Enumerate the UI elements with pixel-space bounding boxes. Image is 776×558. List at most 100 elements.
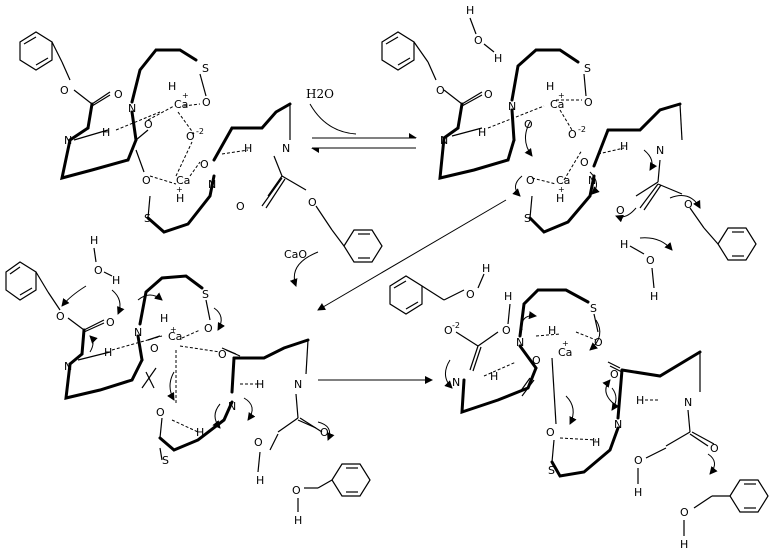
nitrogen-atom: N: [614, 418, 622, 431]
charge-plus: +: [182, 91, 189, 100]
oxygen-atom: O: [444, 324, 453, 337]
hydrogen-atom: H: [168, 80, 176, 93]
oxygen-atom: O: [202, 96, 211, 109]
nitrogen-atom: N: [656, 144, 664, 157]
hydrogen-atom: H: [546, 80, 554, 93]
sulfur-atom: S: [202, 62, 209, 75]
sulfur-atom: S: [202, 288, 209, 301]
nitrogen-atom: N: [440, 134, 448, 147]
calcium-atom: Ca: [168, 330, 182, 343]
oxygen-atom: O: [144, 118, 153, 131]
structure-1-complex: O O N H N H Ca + S O O O -2 O H N O Ca +…: [19, 31, 383, 263]
oxygen-atom: O: [594, 336, 603, 349]
hydrogen-atom: H: [592, 436, 600, 449]
hydrogen-atom: H: [176, 192, 184, 205]
oxygen-atom: O: [94, 264, 103, 277]
hydrogen-atom: H: [112, 274, 120, 287]
oxygen-atom: O: [106, 316, 115, 329]
nitrogen-atom: N: [294, 378, 302, 391]
oxygen-atom: O: [308, 196, 317, 209]
structure-2-complex: O O N H N H Ca + S O O O -2 O H N O Ca +…: [381, 31, 757, 261]
sulfur-atom: S: [584, 62, 591, 75]
nitrogen-atom: N: [128, 102, 136, 115]
calcium-atom: Ca: [558, 346, 572, 359]
water-reagent-label: H2O: [306, 87, 334, 101]
oxygen-atom: O: [60, 84, 69, 97]
nitrogen-atom: N: [64, 134, 72, 147]
sulfur-atom: S: [524, 212, 531, 225]
oxygen-atom: O: [580, 156, 589, 169]
oxygen-atom: O: [680, 506, 689, 519]
oxygen-atom: O: [236, 200, 245, 213]
calcium-atom: Ca: [556, 174, 570, 187]
structure-4-complex: O H O -2 O H: [389, 262, 769, 551]
hydrogen-atom: H: [256, 378, 264, 391]
oxygen-atom: O: [610, 368, 619, 381]
hydrogen-atom: H: [548, 324, 556, 337]
charge-plus: +: [176, 185, 183, 194]
oxygen-atom: O: [546, 426, 555, 439]
hydrogen-atom: H: [620, 140, 628, 153]
benzene-ring: [331, 463, 371, 497]
oxygen-atom: O: [320, 426, 329, 439]
nitrogen-atom: N: [208, 178, 216, 191]
charge-minus2: -2: [196, 127, 204, 136]
oxygen-atom: O: [532, 354, 541, 367]
nitrogen-atom: N: [508, 100, 516, 113]
oxygen-atom: O: [114, 88, 123, 101]
hydrogen-atom: H: [160, 312, 168, 325]
water-molecule: H O H: [466, 4, 502, 65]
hydrogen-atom: H: [102, 126, 110, 139]
hydrogen-atom: H: [482, 262, 490, 275]
equilibrium-arrows: H2O: [306, 87, 417, 153]
nitrogen-atom: N: [282, 142, 290, 155]
oxygen-atom: O: [150, 342, 159, 355]
oxygen-atom: O: [584, 96, 593, 109]
hydrogen-atom: H: [256, 474, 264, 487]
oxygen-atom: O: [526, 174, 535, 187]
oxygen-atom: O: [436, 84, 445, 97]
hydrogen-atom: H: [680, 538, 688, 551]
oxygen-atom: O: [292, 484, 301, 497]
benzene-ring: [729, 479, 769, 513]
hydrogen-atom: H: [90, 234, 98, 247]
hydrogen-atom: H: [294, 514, 302, 527]
hydrogen-atom: H: [466, 4, 474, 17]
benzene-ring: [19, 31, 53, 71]
hydrogen-atom: H: [478, 126, 486, 139]
sulfur-atom: S: [548, 464, 555, 477]
oxygen-atom: O: [186, 130, 195, 143]
nitrogen-atom: N: [134, 326, 142, 339]
oxygen-atom: O: [524, 118, 533, 131]
benzene-ring: [343, 229, 383, 263]
hydrogen-atom: H: [636, 394, 644, 407]
oxygen-atom: O: [142, 174, 151, 187]
oxygen-atom: O: [474, 34, 483, 47]
sulfur-atom: S: [144, 212, 151, 225]
benzene-ring: [389, 275, 423, 315]
charge-minus2: -2: [452, 321, 460, 330]
oxygen-atom: O: [502, 324, 511, 337]
ring-left-1: [60, 138, 138, 181]
nitrogen-atom: N: [684, 396, 692, 409]
hydrogen-atom: H: [244, 142, 252, 155]
nitrogen-atom: N: [228, 400, 236, 413]
structure-3-complex: H O H: [5, 234, 371, 527]
sulfur-atom: S: [162, 454, 169, 467]
oxygen-atom: O: [156, 406, 165, 419]
charge-minus2: -2: [578, 125, 586, 134]
hydrogen-atom: H: [634, 486, 642, 499]
hydrogen-atom: H: [104, 346, 112, 359]
water-molecule: H O H: [620, 238, 658, 303]
oxygen-atom: O: [56, 310, 65, 323]
oxygen-atom: O: [200, 158, 209, 171]
oxygen-atom: O: [204, 322, 213, 335]
oxygen-atom: O: [254, 436, 263, 449]
oxygen-atom: O: [466, 288, 475, 301]
hydrogen-atom: H: [490, 370, 498, 383]
hydrogen-atom: H: [620, 238, 628, 251]
oxygen-atom: O: [646, 254, 655, 267]
oxygen-atom: O: [616, 204, 625, 217]
benzene-ring: [5, 261, 37, 301]
